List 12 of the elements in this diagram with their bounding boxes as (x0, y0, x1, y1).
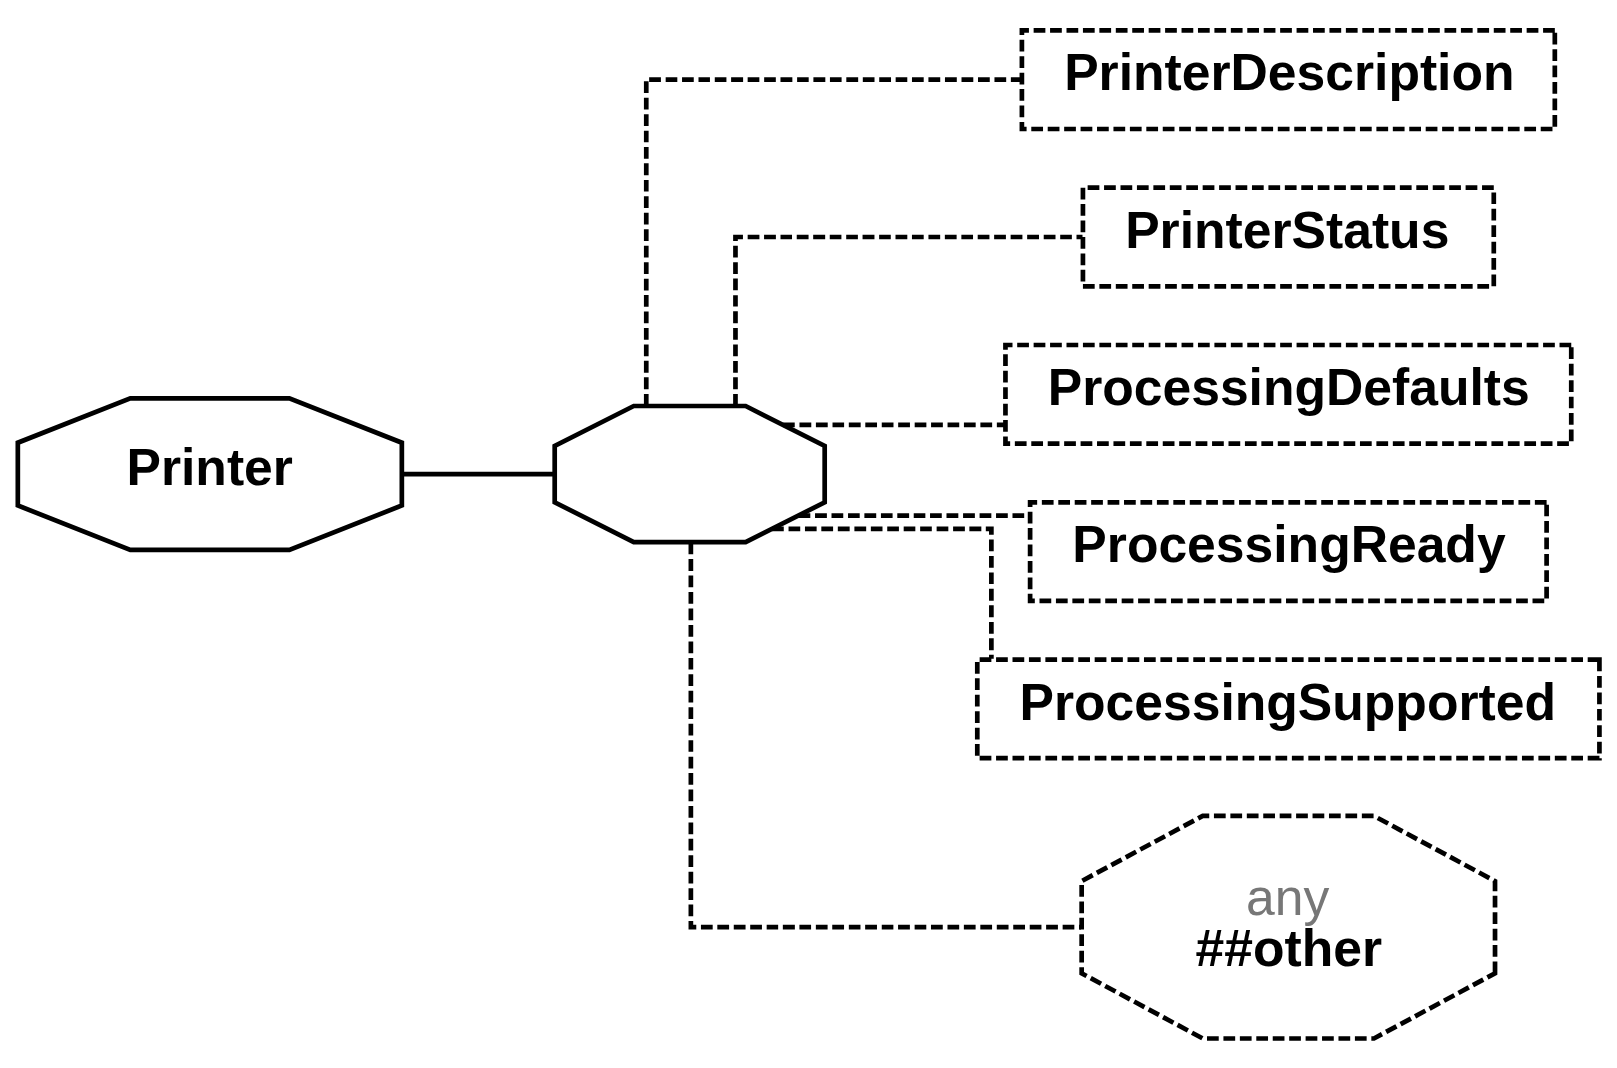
connector (643, 76, 1022, 405)
node-box: ProcessingDefaults (1003, 342, 1574, 446)
connector (783, 421, 1006, 427)
node-octagon (552, 403, 828, 545)
node-box: ProcessingReady (1027, 499, 1549, 603)
node-box: PrinterStatus (1080, 184, 1497, 289)
connector (688, 542, 1082, 930)
connector (402, 471, 555, 476)
node-box: ProcessingSupported (974, 656, 1602, 761)
connector (772, 526, 994, 659)
connector (733, 234, 1083, 405)
node-box: PrinterDescription (1019, 27, 1558, 131)
